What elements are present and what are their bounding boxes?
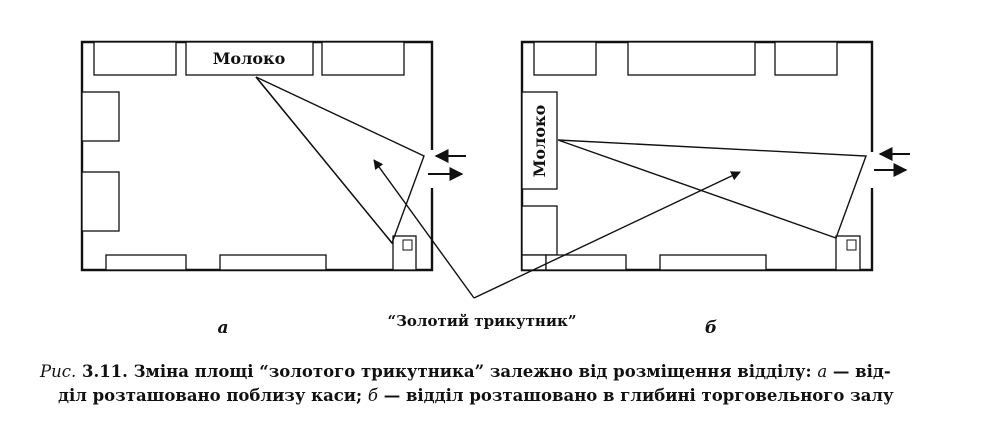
- caption-line-1: Рис. 3.11. Зміна площі “золотого трикутн…: [40, 360, 970, 384]
- store-a-shelf-top-left: [93, 41, 177, 76]
- caption-line2-head: діл розташовано поблизу каси;: [58, 386, 368, 405]
- caption-line1-tail: — від-: [827, 362, 891, 381]
- store-a-milk-department: [185, 41, 314, 76]
- store-a-shelf-left-1: [81, 91, 120, 142]
- panel-b-label: б: [705, 318, 717, 338]
- store-b-shelf-bottom-3: [659, 254, 767, 271]
- store-b-milk-department: [521, 91, 558, 190]
- callout-arrow-a: [373, 159, 475, 299]
- store-plan-a: [80, 40, 466, 272]
- store-a-shelf-bottom-2: [219, 254, 327, 271]
- figure-caption: Рис. 3.11. Зміна площі “золотого трикутн…: [40, 360, 970, 408]
- store-a-shelf-left-2: [81, 171, 120, 232]
- store-b-checkout-seat: [846, 239, 857, 251]
- golden-triangle-diagram: Молоко Молоко “Золотий трикутник” а б: [80, 40, 910, 338]
- milk-label-a: Молоко: [213, 49, 286, 68]
- store-b-shelf-bottom-1: [521, 254, 547, 271]
- store-b-walls: [520, 40, 874, 272]
- caption-line-2: діл розташовано поблизу каси; б — відділ…: [40, 384, 970, 408]
- store-a-shelf-bottom-1: [105, 254, 187, 271]
- store-b-shelf-top-middle: [627, 41, 756, 76]
- store-b-shelf-bottom-2: [545, 254, 627, 271]
- milk-label-b: Молоко: [530, 104, 549, 177]
- caption-a-letter: а: [817, 362, 828, 381]
- caption-line1-text: 3.11. Зміна площі “золотого трикутника” …: [76, 362, 818, 381]
- store-a-checkout-seat: [402, 239, 413, 251]
- panel-a-label: а: [217, 318, 228, 338]
- store-plan-b: [520, 40, 910, 272]
- store-a-walls: [80, 40, 434, 272]
- store-a-milk-to-checkout-line: [255, 76, 393, 244]
- store-b-shelf-top-right: [774, 41, 838, 76]
- callout-arrow-b: [473, 171, 741, 299]
- store-b-shelf-top-left: [533, 41, 597, 76]
- caption-b-letter: б: [367, 386, 378, 405]
- caption-line2-tail: — відділ розташовано в глибині торговель…: [377, 386, 894, 405]
- golden-triangle-label: “Золотий трикутник”: [387, 312, 576, 330]
- caption-prefix: Рис.: [40, 362, 77, 381]
- store-a-shelf-top-right: [321, 41, 405, 76]
- store-b-golden-triangle: [557, 139, 867, 239]
- store-b-shelf-left: [521, 205, 558, 256]
- store-a-golden-triangle: [255, 76, 425, 245]
